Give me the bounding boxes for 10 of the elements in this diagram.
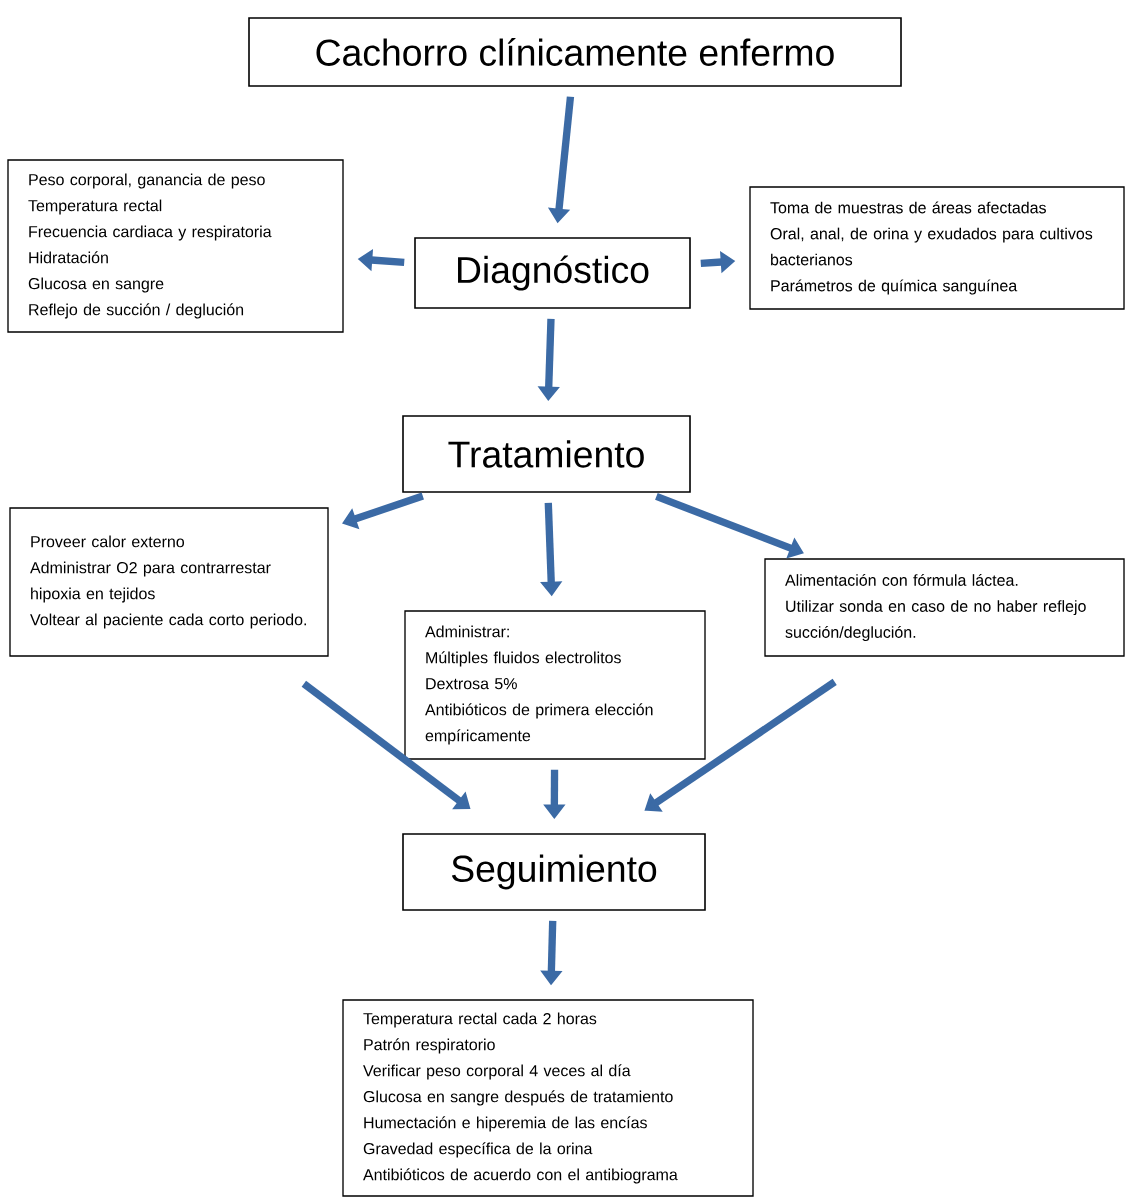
- text-box: Alimentación con fórmula láctea. Utilizar sonda en caso de no haber reflejo succión/deglución.: [764, 558, 1125, 657]
- heading-box: Cachorro clínicamente enfermo: [248, 17, 902, 87]
- text-box: Peso corporal, ganancia de peso Temperatura rectal Frecuencia cardiaca y respiratoria Hidratación Glucosa en sangre Reflejo de succión / deglución: [7, 159, 344, 333]
- text-box: Toma de muestras de áreas afectadas Oral, anal, de orina y exudados para cultivos bacterianos Parámetros de química sanguínea: [749, 186, 1125, 310]
- text-box: Administrar: Múltiples fluidos electrolitos Dextrosa 5% Antibióticos de primera elección empíricamente: [404, 610, 706, 760]
- heading-box: Tratamiento: [402, 415, 691, 493]
- heading-box: Seguimiento: [402, 833, 706, 911]
- heading-box: Diagnóstico: [414, 237, 691, 309]
- text-box: Temperatura rectal cada 2 horas Patrón respiratorio Verificar peso corporal 4 veces al día Glucosa en sangre después de tratamiento Humectación e hiperemia de las encías Gravedad específica de la orina Antibióticos de acuerdo con el antibiograma: [342, 999, 754, 1197]
- text-box: Proveer calor externo Administrar O2 para contrarrestar hipoxia en tejidos Voltear al paciente cada corto periodo.: [9, 507, 329, 657]
